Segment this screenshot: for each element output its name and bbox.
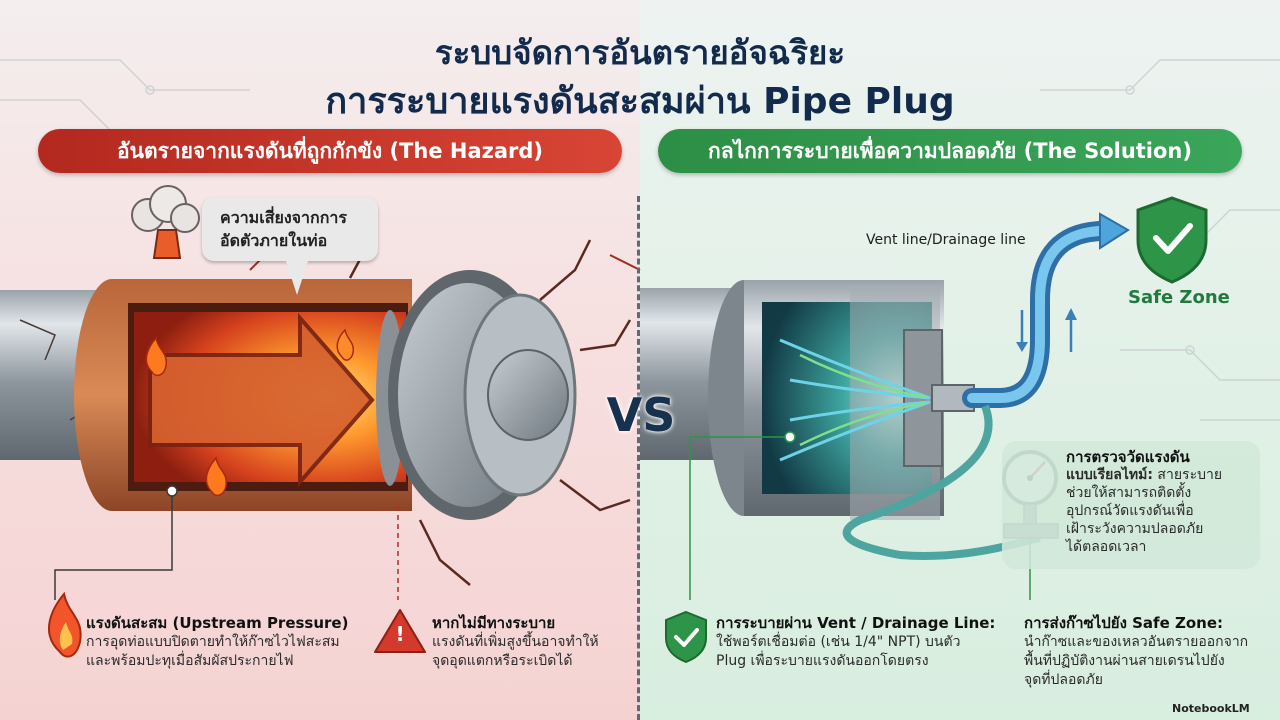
safe-transfer-heading: การส่งก๊าซไปยัง Safe Zone: [1024,614,1224,632]
bubble-line-2: อัดตัวภายในท่อ [220,231,328,250]
safe-zone-label: Safe Zone [1128,287,1230,308]
gauge-callout-box [1002,441,1260,569]
no-vent-line-1: แรงดันที่เพิ่มสูงขึ้นอาจทำให้ [432,634,599,650]
vent-drainage-caption: การระบายผ่าน Vent / Drainage Line: ใช้พอ… [716,614,1016,671]
title-line-2: การระบายแรงดันสะสมผ่าน Pipe Plug [325,81,955,122]
circuit-decoration [0,59,1280,421]
solution-banner: กลไกการระบายเพื่อความปลอดภัย (The Soluti… [658,129,1242,173]
bubble-line-1: ความเสี่ยงจากการ [220,208,347,227]
notebooklm-watermark: NotebookLM [1172,702,1250,715]
warning-glyph: ! [395,622,405,646]
no-vent-line-2: จุดอุดแตกหรือระเบิดได้ [432,653,573,669]
vs-divider [637,196,640,720]
fire-icon [48,591,82,658]
solution-pipe [640,280,975,520]
risk-speech-bubble: ความเสี่ยงจากการ อัดตัวภายในท่อ [202,197,378,295]
gauge-line-4: ได้ตลอดเวลา [1066,539,1147,555]
arrow-up-icon [1065,308,1077,352]
shield-check-icon [1136,196,1208,284]
no-vent-heading: หากไม่มีทางระบาย [432,614,556,632]
safe-transfer-line-2: พื้นที่ปฏิบัติงานผ่านสายเดรนไปยัง [1024,653,1225,669]
upstream-pressure-line-1: การอุดท่อแบบปิดตายทำให้ก๊าซไวไฟสะสม [86,634,340,650]
gauge-caption: การตรวจวัดแรงดัน แบบเรียลไทม์: สายระบาย … [1066,448,1256,556]
vent-line-label: Vent line/Drainage line [866,232,1026,248]
vent-drainage-line-2: Plug เพื่อระบายแรงดันออกโดยตรง [716,653,929,669]
upstream-pressure-caption: แรงดันสะสม (Upstream Pressure) การอุดท่อ… [86,614,386,671]
vent-tube [842,212,1130,560]
upstream-pressure-line-2: และพร้อมปะทุเมื่อสัมผัสประกายไฟ [86,653,294,669]
fire-icon [145,336,167,377]
gauge-line-2: อุปกรณ์วัดแรงดันเพื่อ [1066,503,1194,519]
gauge-heading-1: การตรวจวัดแรงดัน [1066,448,1190,466]
upstream-pressure-heading: แรงดันสะสม (Upstream Pressure) [86,614,349,632]
gauge-line-3: เฝ้าระวังความปลอดภัย [1066,521,1204,537]
bubble-tail [286,261,308,295]
title-line-1: ระบบจัดการอันตรายอัจฉริยะ [434,33,846,72]
gauge-inline-text: สายระบาย [1152,467,1223,483]
hazard-callout-lines [54,485,399,600]
safe-transfer-line-3: จุดที่ปลอดภัย [1024,672,1103,688]
warning-triangle-icon [374,609,426,653]
no-vent-caption: หากไม่มีทางระบาย แรงดันที่เพิ่มสูงขึ้นอา… [432,614,632,671]
gauge-heading-2: แบบเรียลไทม์: [1066,467,1153,483]
gauge-line-1: ช่วยให้สามารถติดตั้ง [1066,485,1192,501]
vs-label: VS [606,388,676,442]
hazard-banner: อันตรายจากแรงดันที่ถูกกักขัง (The Hazard… [38,129,622,173]
fire-icon [205,456,227,497]
hazard-pipe [0,239,641,586]
shield-check-icon [665,610,707,664]
fire-icon [336,328,355,361]
explosion-cloud-icon [131,185,200,259]
vent-drainage-line-1: ใช้พอร์ตเชื่อมต่อ (เช่น 1/4" NPT) บนตัว [716,634,961,650]
safe-transfer-caption: การส่งก๊าซไปยัง Safe Zone: นำก๊าซและของเ… [1024,614,1264,690]
arrow-down-icon [1016,310,1028,352]
safe-transfer-line-1: นำก๊าซและของเหลวอันตรายออกจาก [1024,634,1249,650]
vent-drainage-heading: การระบายผ่าน Vent / Drainage Line: [716,614,996,632]
